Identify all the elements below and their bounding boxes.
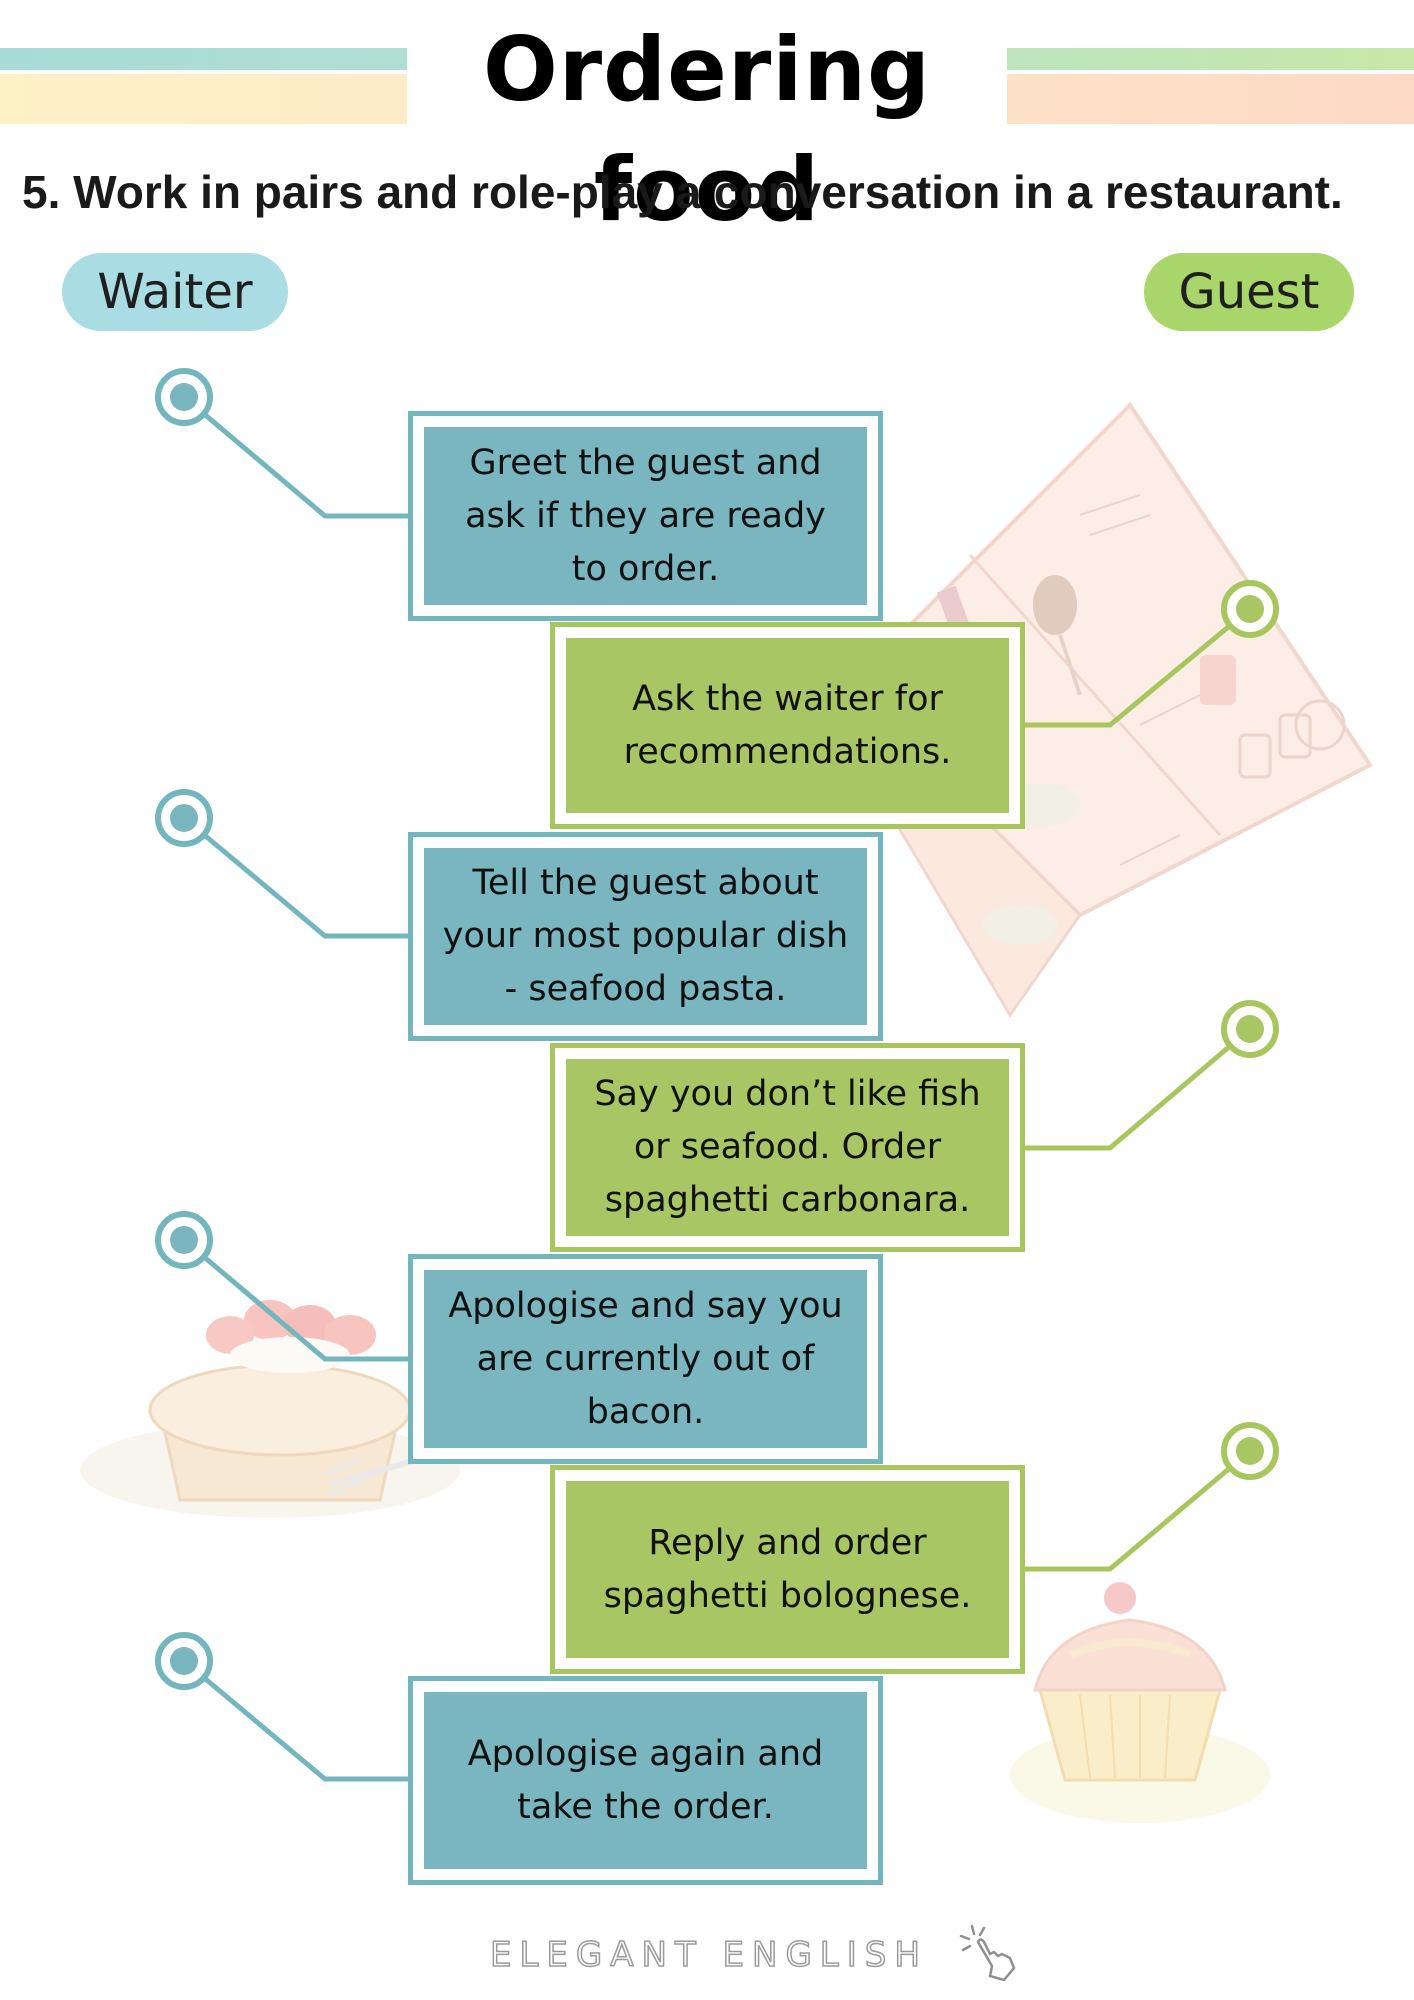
dialogue-text: Apologise again and take the order.	[424, 1692, 867, 1869]
dialogue-step-2-guest: Ask the waiter for recommendations.	[550, 622, 1025, 829]
dialogue-text: Ask the waiter for recommendations.	[566, 638, 1009, 813]
tap-hand-icon	[959, 1924, 1016, 1982]
dialogue-step-1-waiter: Greet the guest and ask if they are read…	[408, 411, 883, 621]
waiter-markers	[155, 368, 213, 1690]
guest-label: Guest	[1144, 253, 1354, 331]
dialogue-text: Apologise and say you are currently out …	[424, 1270, 867, 1448]
dialogue-text: Greet the guest and ask if they are read…	[424, 427, 867, 605]
dialogue-step-5-waiter: Apologise and say you are currently out …	[408, 1254, 883, 1464]
page-title: Ordering food	[407, 10, 1007, 241]
dialogue-step-4-guest: Say you don’t like fish or seafood. Orde…	[550, 1043, 1025, 1252]
dialogue-step-3-waiter: Tell the guest about your most popular d…	[408, 832, 883, 1041]
dialogue-text: Reply and order spaghetti bolognese.	[566, 1481, 1009, 1658]
waiter-label: Waiter	[62, 253, 288, 331]
dialogue-text: Tell the guest about your most popular d…	[424, 848, 867, 1025]
instruction: 5. Work in pairs and role-play a convers…	[22, 166, 1343, 218]
guest-markers	[1221, 580, 1279, 1480]
dialogue-step-7-waiter: Apologise again and take the order.	[408, 1676, 883, 1885]
strawberry-tart-illustration	[80, 1300, 460, 1518]
cupcake-illustration	[1010, 1582, 1270, 1823]
dialogue-step-6-guest: Reply and order spaghetti bolognese.	[550, 1465, 1025, 1674]
footer-brand: ELEGANT ENGLISH	[489, 1934, 928, 1976]
dialogue-text: Say you don’t like fish or seafood. Orde…	[566, 1059, 1009, 1236]
